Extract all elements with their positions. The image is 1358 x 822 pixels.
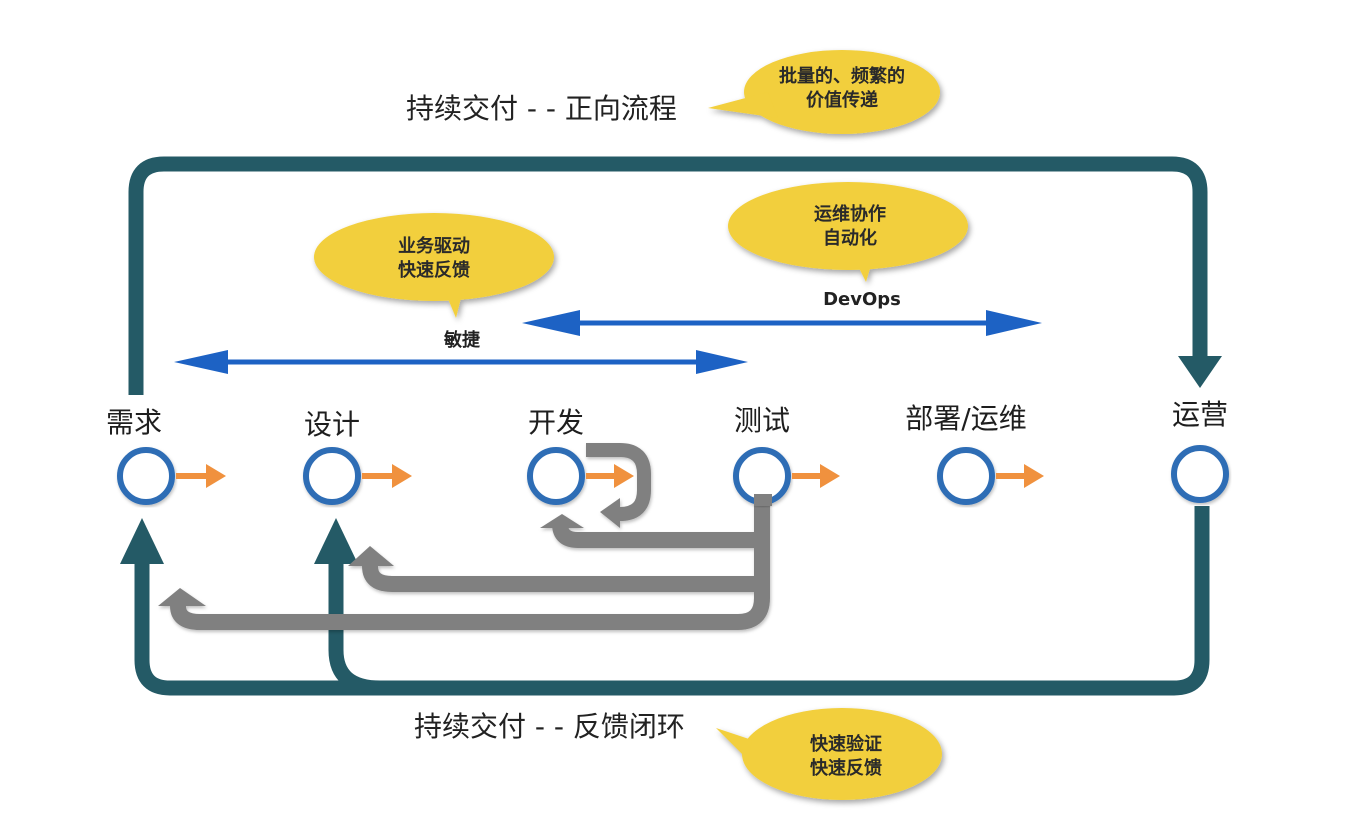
stage-node-circle (937, 447, 995, 505)
orange-arrow-icon (820, 464, 840, 488)
devops-bubble-line-1: 运维协作 (814, 203, 886, 225)
feedback-to-design-arrowhead-icon (314, 518, 358, 564)
devops-arrow (522, 310, 1042, 336)
agile-arrow (174, 350, 748, 374)
feedback-loop-path-main (134, 506, 1210, 696)
stage-node-circle (117, 447, 175, 505)
dev-self-loop-path (586, 443, 651, 521)
forward-loop-path (128, 156, 1208, 395)
stage-development: 开发 (527, 406, 634, 505)
stage-design: 设计 (303, 408, 412, 505)
orange-arrow-icon (1024, 464, 1044, 488)
stage-operations: 运营 (1171, 398, 1229, 503)
devops-arrow-left-head-icon (522, 310, 580, 336)
feedback-loop-arrow (120, 506, 1210, 696)
orange-arrow-icon (206, 464, 226, 488)
stage-node-circle (303, 447, 361, 505)
stage-label: 部署/运维 (905, 402, 1026, 435)
feedback-to-requirements-arrowhead-icon (120, 518, 164, 564)
stage-label: 测试 (734, 404, 790, 437)
stage-testing: 测试 (733, 404, 840, 506)
stage-deploy-ops: 部署/运维 (905, 402, 1044, 505)
test-rework-trunk (170, 498, 770, 630)
forward-bubble-line-2: 价值传递 (806, 89, 878, 111)
forward-bubble-line-1: 批量的、频繁的 (779, 65, 905, 87)
rework-arrows (158, 443, 770, 630)
rework-to-requirements-arrowhead-icon (158, 588, 206, 606)
agile-bubble-line-2: 快速反馈 (398, 259, 470, 281)
forward-loop-arrowhead-icon (1178, 356, 1222, 388)
devops-bubble-line-2: 自动化 (823, 227, 877, 249)
feedback-loop-title: 持续交付 - - 反馈闭环 (414, 710, 685, 743)
orange-arrow-icon (614, 464, 634, 488)
agile-bubble-line-1: 业务驱动 (398, 235, 470, 257)
rework-to-design-path (362, 565, 762, 592)
rework-to-dev-path (552, 523, 762, 548)
agile-bubble (314, 213, 554, 318)
feedback-loop-path-design (328, 560, 381, 696)
devops-arrow-right-head-icon (986, 310, 1042, 336)
forward-loop-arrow (128, 156, 1222, 395)
devops-label: DevOps (823, 289, 901, 310)
stage-label: 设计 (304, 408, 360, 441)
rework-to-dev-arrowhead-icon (540, 514, 584, 528)
feedback-bubble-line-2: 快速反馈 (810, 757, 882, 779)
forward-flow-bubble (708, 50, 940, 134)
agile-arrow-right-head-icon (696, 350, 748, 374)
stage-node-circle (1171, 445, 1229, 503)
forward-flow-title: 持续交付 - - 正向流程 (406, 92, 677, 125)
agile-label: 敏捷 (443, 329, 481, 351)
feedback-bubble-line-1: 快速验证 (810, 733, 882, 755)
agile-arrow-left-head-icon (174, 350, 228, 374)
stage-label: 运营 (1172, 398, 1228, 431)
rework-to-design-arrowhead-icon (348, 546, 394, 566)
dev-self-loop-arrowhead-icon (600, 498, 620, 528)
stage-label: 开发 (528, 406, 584, 439)
devops-bubble (728, 182, 968, 282)
feedback-loop-bubble (716, 708, 942, 800)
stage-label: 需求 (106, 406, 162, 439)
orange-arrow-icon (392, 464, 412, 488)
stage-requirements: 需求 (106, 406, 226, 505)
stage-node-circle (527, 447, 585, 505)
